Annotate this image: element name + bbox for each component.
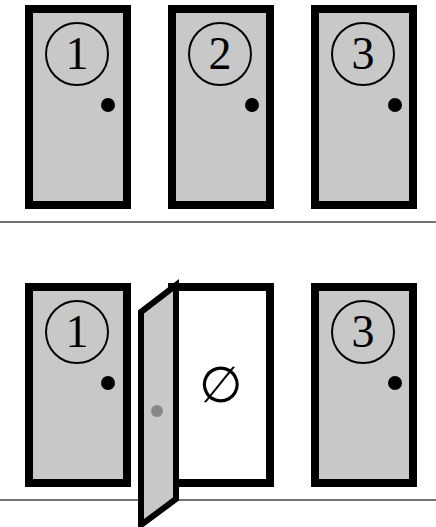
door-number: 1 [45,22,109,86]
closed-door: 1 [25,5,131,209]
empty-symbol: ∅ [176,356,266,414]
door-number: 3 [331,22,395,86]
floor-line [0,499,436,501]
closed-door: 1 [25,283,131,487]
closed-door: 2 [168,5,274,209]
closed-door: 3 [311,5,417,209]
door-number: 3 [331,300,395,364]
door-number: 1 [45,300,109,364]
closed-door: 3 [311,283,417,487]
door-number: 2 [188,22,252,86]
door-knob [151,405,163,417]
open-doorway: ∅ [168,283,274,487]
floor-line [0,221,436,223]
